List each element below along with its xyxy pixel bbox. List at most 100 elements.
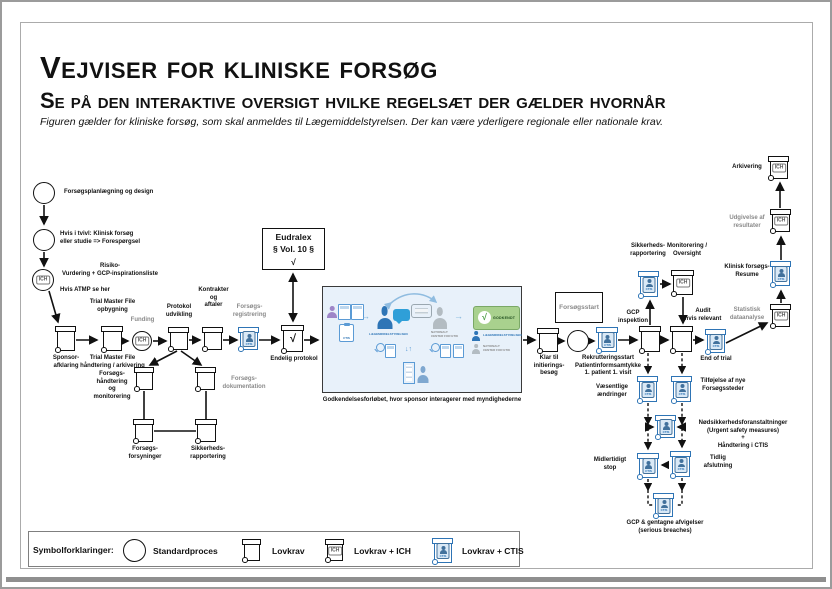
node-forsyninger-doc[interactable] bbox=[132, 418, 154, 444]
updown-arrows-icon: ↓↑ bbox=[405, 346, 412, 353]
legend-lovkrav-doc bbox=[241, 538, 261, 563]
ctis-badge-icon: CTIS bbox=[436, 543, 450, 559]
label-forsyninger: Forsøgs- forsyninger bbox=[128, 446, 162, 460]
node-gcp-hub-doc[interactable] bbox=[638, 325, 661, 354]
label-resume: Klinisk forsøgs- Resume bbox=[724, 264, 770, 278]
node-midlertidigt-doc-ctis[interactable]: CTIS bbox=[636, 452, 659, 480]
eudralex-box[interactable]: Eudralex § Vol. 10 § √ bbox=[262, 228, 325, 270]
ctis-badge-icon: CTIS bbox=[675, 381, 689, 398]
label-funding: Funding bbox=[130, 317, 155, 323]
approval-process-illustration: CTIS → LÆGEMIDDELSTYRELSEN NATIONALT CEN… bbox=[322, 286, 522, 393]
ctis-badge-icon: CTIS bbox=[709, 333, 723, 350]
review-doc-icon bbox=[453, 344, 464, 358]
node-sikkerhed-hojre-doc-ctis[interactable]: CTIS bbox=[637, 270, 659, 299]
label-risk: Risiko- Vurdering + GCP-inspirationslist… bbox=[62, 263, 158, 277]
ich-icon: ICH bbox=[135, 336, 149, 346]
node-tilfojelse-doc-ctis[interactable]: CTIS bbox=[670, 375, 692, 404]
node-sikkerhed-venstre-doc[interactable] bbox=[194, 418, 217, 444]
content-frame bbox=[20, 22, 813, 569]
node-doubt-circle[interactable] bbox=[33, 229, 55, 251]
label-sikkerhed-hojre: Sikkerheds- rapportering bbox=[630, 243, 666, 257]
label-tmf-top: Trial Master File opbygning bbox=[89, 299, 136, 313]
chat-bubble-icon bbox=[411, 304, 432, 318]
legend-ctis-label: Lovkrav + CTIS bbox=[462, 546, 524, 556]
etik-label: NATIONALT CENTER FOR ETIK bbox=[431, 330, 459, 338]
ctis-badge-icon: CTIS bbox=[774, 266, 788, 282]
label-klar: Klar til initierings- besøg bbox=[533, 355, 565, 376]
lms-label: LÆGEMIDDELSTYRELSEN bbox=[369, 332, 408, 336]
legend-standard-label: Standardproces bbox=[153, 546, 218, 556]
magnifier-icon bbox=[431, 343, 440, 352]
etik-label: NATIONALT CENTER FOR ETIK bbox=[483, 344, 511, 352]
page-note: Figuren gælder for kliniske forsøg, som … bbox=[40, 116, 664, 128]
review-doc-icon bbox=[440, 344, 451, 358]
legend-heading: Symbolforklaringer: bbox=[33, 545, 114, 555]
label-rekruttering: Rekrutteringsstart Patientinformsamtykke… bbox=[574, 355, 642, 376]
node-end-of-trial-doc-ctis[interactable]: CTIS bbox=[704, 328, 726, 355]
node-risk-circle-ich[interactable]: ICH bbox=[32, 269, 54, 291]
review-doc-icon bbox=[385, 344, 396, 358]
node-sponsor-doc[interactable] bbox=[54, 325, 76, 353]
legend-standard-circle bbox=[123, 539, 146, 562]
page-subtitle: Se på den interaktive oversigt hvilke re… bbox=[40, 88, 666, 113]
label-doubt: Hvis i tvivl: Klinisk forsøg eller studi… bbox=[60, 231, 141, 245]
node-statistisk-doc-ich[interactable]: ICH bbox=[769, 303, 791, 329]
label-end-of-trial: End of trial bbox=[700, 356, 732, 362]
node-protokol-doc[interactable] bbox=[167, 326, 189, 352]
legend-lovkrav-label: Lovkrav bbox=[272, 546, 305, 556]
label-tmf-bottom: Trial Master File håndtering / arkiverin… bbox=[80, 355, 145, 369]
ich-icon: ICH bbox=[328, 546, 342, 555]
node-udgivelse-doc-ich[interactable]: ICH bbox=[769, 208, 791, 234]
node-standard-circle[interactable] bbox=[567, 330, 589, 352]
forsogsstart-box: Forsøgsstart bbox=[555, 292, 603, 323]
legend-ich-label: Lovkrav + ICH bbox=[354, 546, 411, 556]
node-gcp-afvigelser-doc-ctis[interactable]: CTIS bbox=[652, 492, 674, 519]
node-tidlig-doc-ctis[interactable]: CTIS bbox=[669, 450, 691, 479]
ctis-badge-icon: CTIS bbox=[601, 332, 614, 348]
node-klar-doc[interactable] bbox=[536, 327, 559, 354]
approved-badge: √ GODKENDT bbox=[473, 306, 520, 330]
shield-check-icon: √ bbox=[478, 311, 491, 324]
label-vaesentlige: Væsentlige ændringer bbox=[595, 384, 628, 398]
node-nodsikkerhed-doc-ctis[interactable]: CTIS bbox=[654, 414, 676, 440]
ctis-badge-icon: CTIS bbox=[642, 276, 656, 293]
ich-icon: ICH bbox=[774, 311, 788, 321]
ich-icon: ICH bbox=[36, 275, 50, 285]
label-handtering: Forsøgs- håndtering og monitorering bbox=[93, 371, 131, 400]
label-tidlig: Tidlig afslutning bbox=[703, 455, 733, 469]
node-kontrakter-doc[interactable] bbox=[201, 326, 223, 352]
node-rekruttering-doc-ctis[interactable]: CTIS bbox=[595, 326, 618, 354]
node-endelig-doc[interactable]: √ bbox=[280, 324, 304, 354]
label-udgivelse: Udgivelse af resultater bbox=[729, 215, 765, 229]
node-funding-circle-ich[interactable]: ICH bbox=[132, 331, 152, 351]
label-registrering: Forsøgs- registrering bbox=[232, 304, 267, 318]
label-monitorering: Monitorering / Oversight bbox=[667, 243, 707, 257]
node-arkivering-doc-ich[interactable]: ICH bbox=[767, 155, 789, 181]
node-registrering-doc-ctis[interactable]: CTIS bbox=[237, 326, 259, 352]
ich-icon: ICH bbox=[774, 216, 788, 226]
node-dokumentation-doc[interactable] bbox=[194, 366, 216, 392]
magnifier-icon bbox=[376, 343, 385, 352]
ctis-badge-icon: CTIS bbox=[659, 419, 673, 435]
label-statistisk: Statistisk dataanalyse bbox=[729, 307, 765, 321]
label-approval-caption: Godkendelsesforløbet, hvor sponsor inter… bbox=[322, 397, 522, 403]
node-resume-doc-ctis[interactable]: CTIS bbox=[769, 260, 791, 288]
label-kontrakter: Kontrakter og aftaler bbox=[198, 287, 229, 308]
label-atmp-link[interactable]: Hvis ATMP se her bbox=[60, 287, 110, 293]
label-protokol: Protokol udvikling bbox=[165, 304, 193, 318]
node-planning-circle[interactable] bbox=[33, 182, 55, 204]
right-arrow-icon: → bbox=[454, 311, 463, 321]
node-audit-hub-doc[interactable] bbox=[669, 325, 693, 354]
right-arrow-icon: → bbox=[361, 311, 370, 321]
label-dokumentation: Forsøgs- dokumentation bbox=[222, 376, 266, 390]
label-tilfojelse: Tilføjelse af nye Forsøgssteder bbox=[700, 378, 746, 392]
node-vaesentlige-doc-ctis[interactable]: CTIS bbox=[636, 375, 658, 404]
ctis-clipboard-icon: CTIS bbox=[339, 324, 354, 342]
node-monitorering-doc-ich[interactable]: ICH bbox=[670, 269, 694, 297]
label-midlertidigt: Midlertidigt stop bbox=[593, 457, 627, 471]
dialog-arc-icon bbox=[384, 293, 438, 310]
ich-icon: ICH bbox=[772, 163, 786, 173]
node-handtering-doc[interactable] bbox=[133, 366, 154, 392]
footer-bar bbox=[6, 577, 826, 582]
node-tmf-doc[interactable] bbox=[100, 325, 123, 353]
